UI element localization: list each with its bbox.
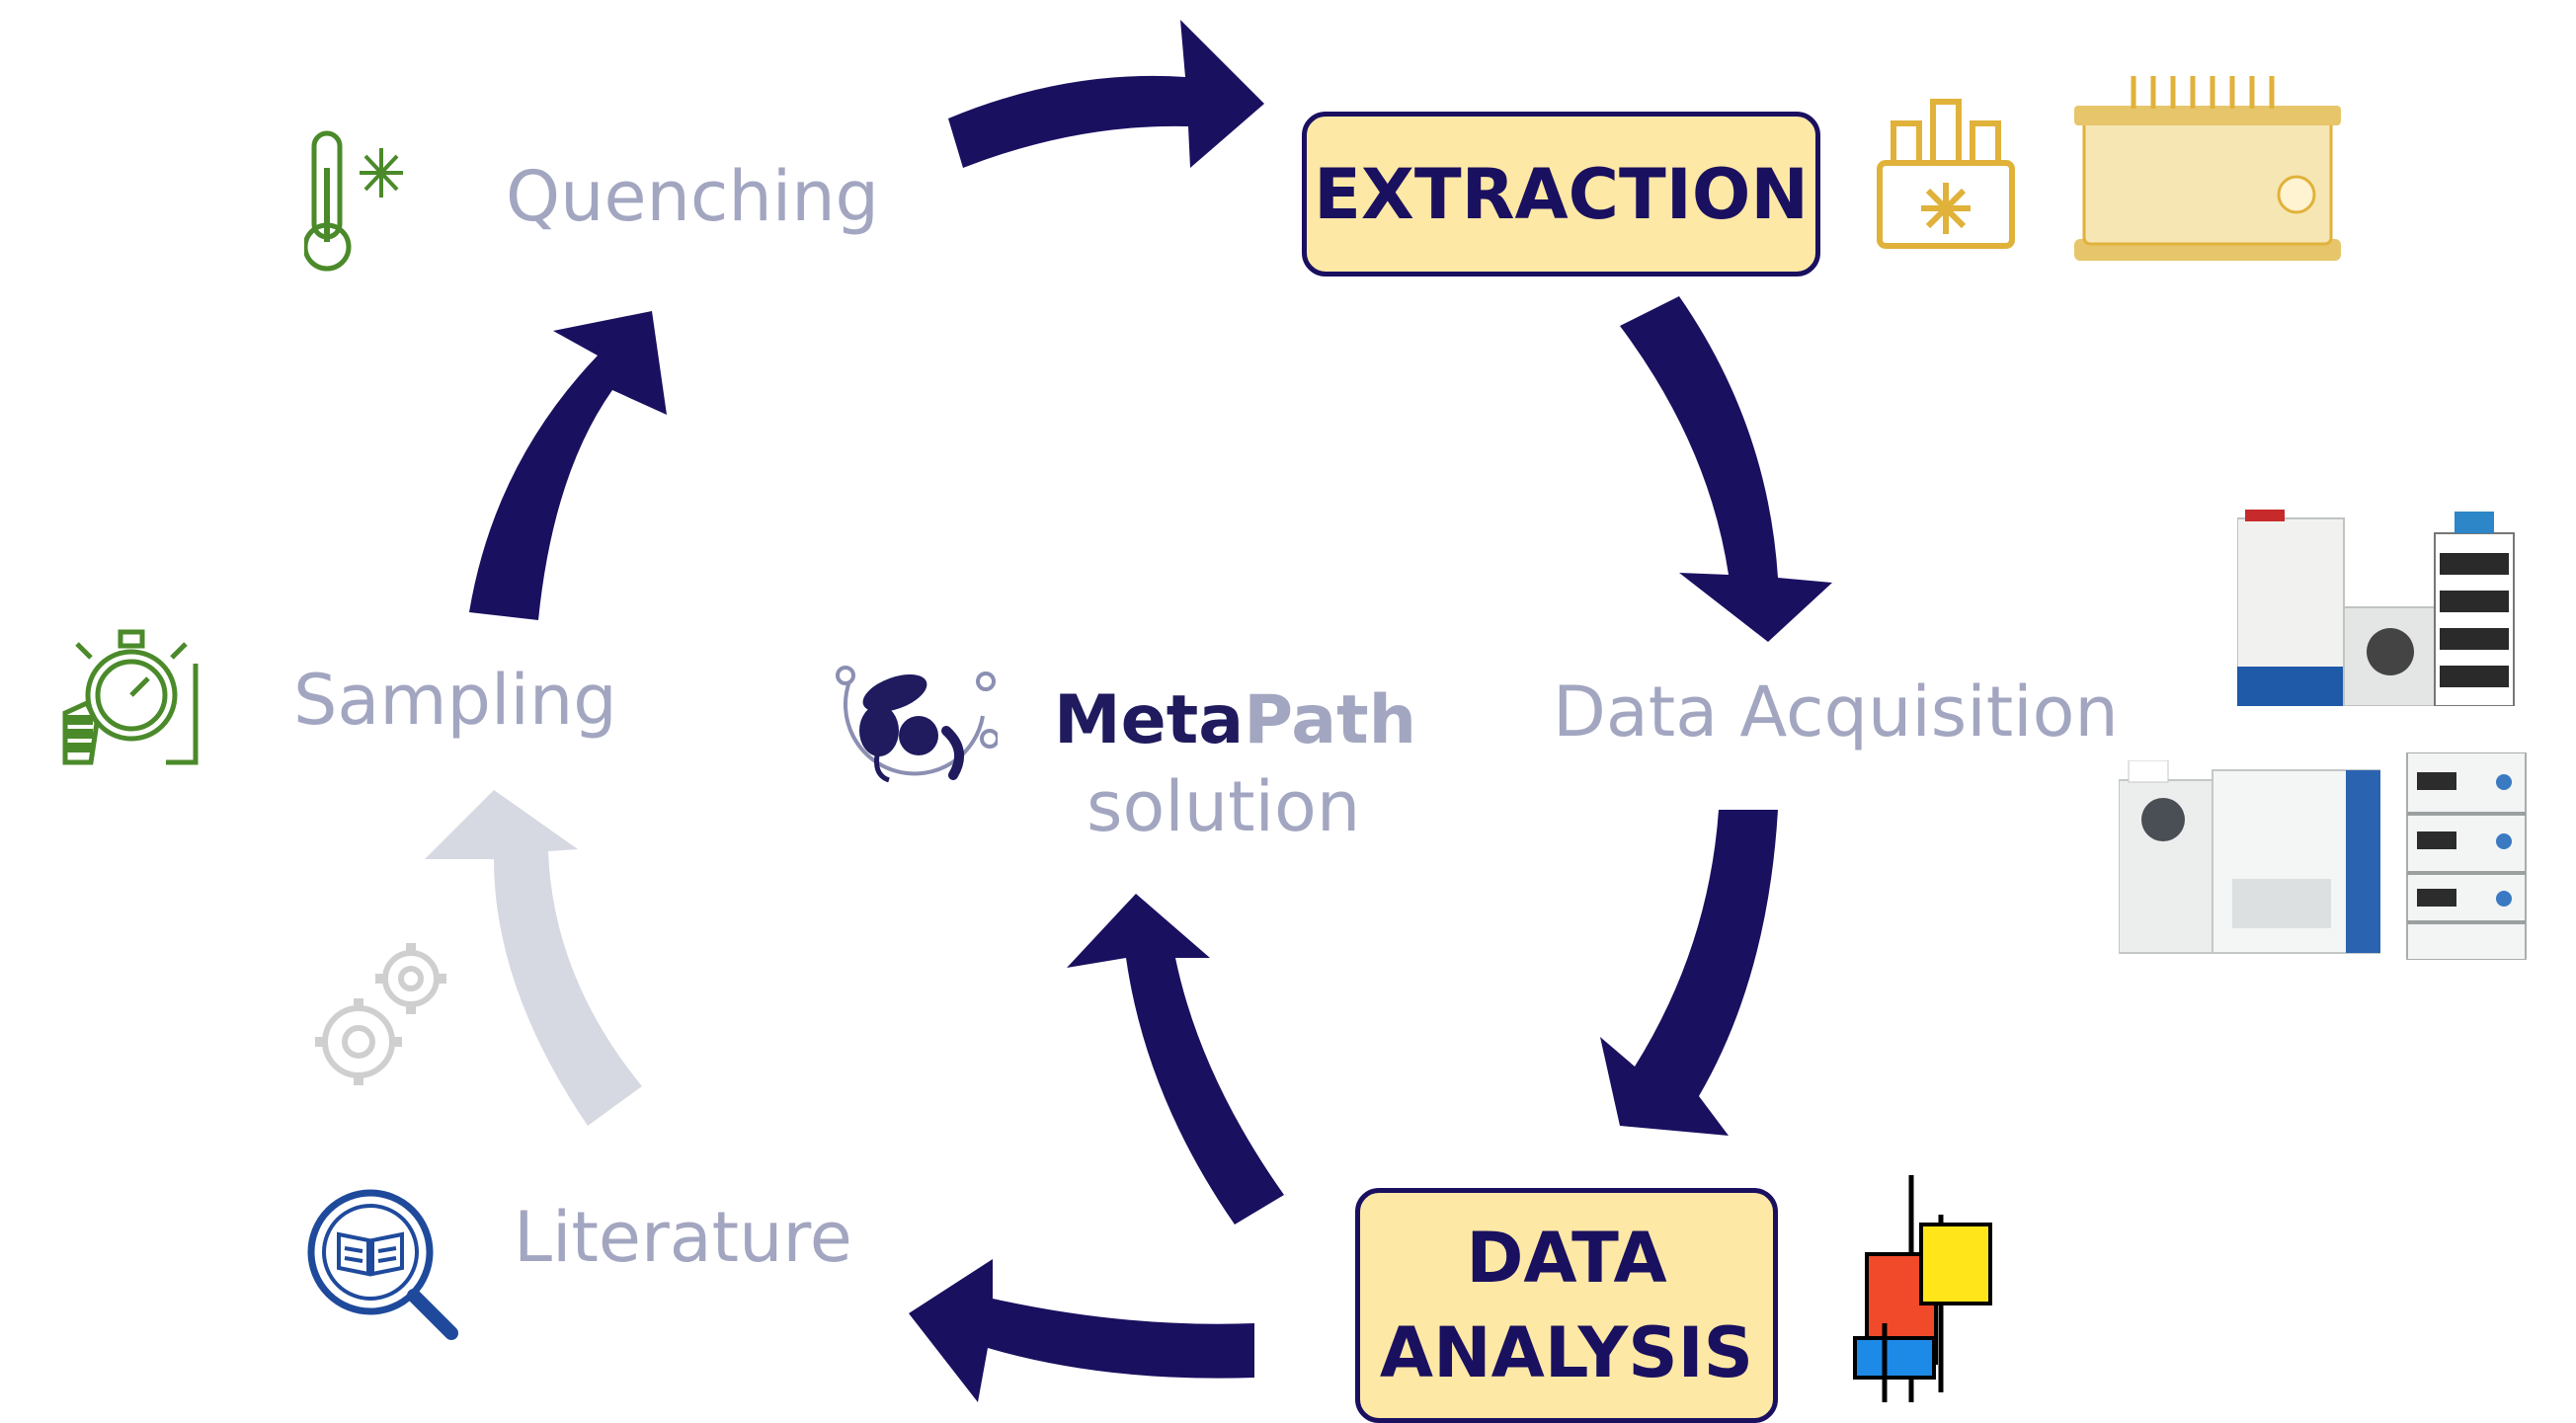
- brand-subtitle: solution: [1087, 766, 1361, 847]
- data-analysis-label-line1: DATA: [1466, 1218, 1667, 1299]
- thermometer-snowflake-icon: [304, 130, 403, 272]
- arrow-acquisition-to-analysis: [1600, 810, 1778, 1136]
- book-magnifier-icon: [307, 1189, 458, 1340]
- stopwatch-hand-icon: [62, 629, 199, 765]
- cold-storage-tubes-icon: [1877, 99, 2015, 249]
- arrow-analysis-to-literature: [909, 1259, 1254, 1402]
- extraction-label: EXTRACTION: [1314, 153, 1809, 235]
- data-analysis-label-line2: ANALYSIS: [1379, 1312, 1754, 1393]
- hplc-stack-image: [2406, 752, 2527, 960]
- extraction-box: EXTRACTION: [1302, 112, 1820, 277]
- stage-label-literature: Literature: [514, 1197, 852, 1278]
- extraction-manifold-icon: [2074, 76, 2341, 261]
- arrow-literature-to-sampling: [425, 790, 642, 1126]
- stage-label-quenching: Quenching: [506, 156, 879, 237]
- metapath-microbe-logo: [836, 666, 998, 783]
- brand-part-path: Path: [1244, 681, 1417, 759]
- data-analysis-blocks-icon: [1853, 1175, 1992, 1402]
- brand-part-meta: Meta: [1054, 681, 1245, 759]
- arrow-analysis-to-center: [1067, 894, 1284, 1225]
- stage-label-data-acquisition: Data Acquisition: [1553, 672, 2119, 752]
- mass-spectrometer-instrument-image: [2237, 510, 2515, 706]
- data-analysis-box: DATA ANALYSIS: [1355, 1188, 1778, 1423]
- stage-label-sampling: Sampling: [293, 660, 617, 741]
- lc-ms-system-image: [2119, 760, 2380, 954]
- brand-name: MetaPath: [1054, 681, 1416, 759]
- arrow-extraction-to-acquisition: [1620, 296, 1832, 642]
- gears-icon: [315, 943, 446, 1085]
- arrow-quenching-to-extraction: [948, 20, 1264, 168]
- arrow-sampling-to-quenching: [469, 311, 667, 620]
